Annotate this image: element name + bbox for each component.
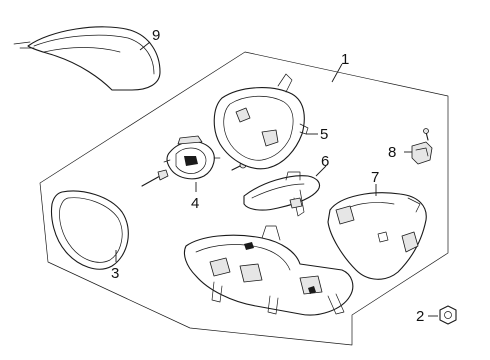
callout-9: 9 (152, 27, 160, 44)
part-3-mirror-glass (50, 190, 129, 270)
part-7-lower-housing (327, 192, 427, 280)
callout-3: 3 (111, 265, 119, 282)
leader-lines (115, 41, 438, 317)
part-5-backing-frame (213, 73, 309, 170)
mounting-base-bracket (183, 225, 354, 316)
callout-2: 2 (416, 308, 424, 325)
callout-6: 6 (321, 153, 329, 170)
part-2-nut (439, 305, 457, 325)
part-9-mirror-cap (13, 26, 161, 91)
callout-7: 7 (371, 169, 379, 186)
callout-4: 4 (191, 195, 199, 212)
part-8-puddle-lamp (411, 128, 433, 165)
callout-1: 1 (341, 51, 349, 68)
callout-8: 8 (388, 144, 396, 161)
assembly-boundary (39, 51, 449, 346)
part-4-actuator (163, 135, 221, 180)
part-6-turn-signal-lamp (243, 171, 321, 217)
callout-5: 5 (320, 126, 328, 143)
